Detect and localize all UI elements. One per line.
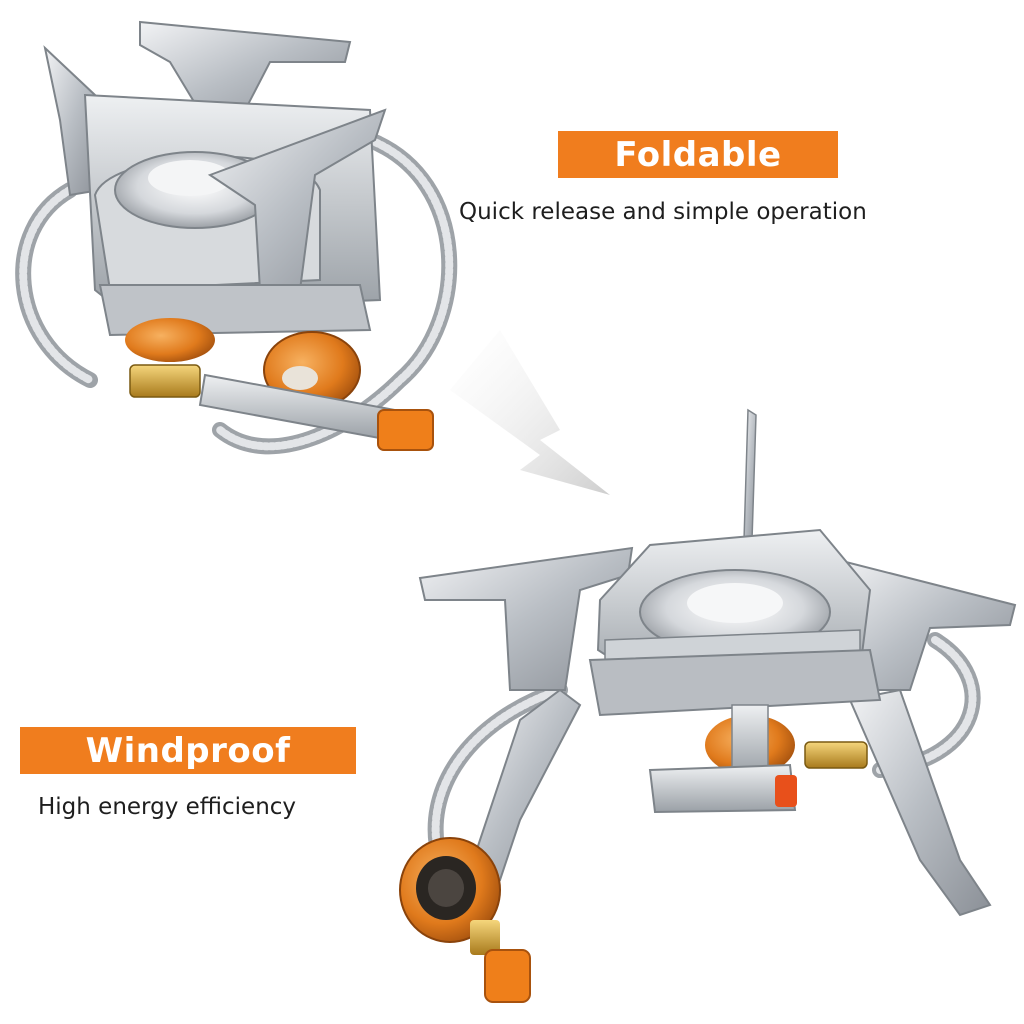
- transition-arrow-icon: [450, 330, 610, 495]
- foldable-caption: Quick release and simple operation: [459, 199, 867, 225]
- windproof-badge: Windproof: [20, 727, 356, 774]
- unfolded-stove-icon: [399, 408, 1017, 1003]
- windproof-caption: High energy efficiency: [38, 794, 297, 820]
- foldable-badge: Foldable: [558, 131, 838, 178]
- folded-stove-icon: [15, 20, 458, 455]
